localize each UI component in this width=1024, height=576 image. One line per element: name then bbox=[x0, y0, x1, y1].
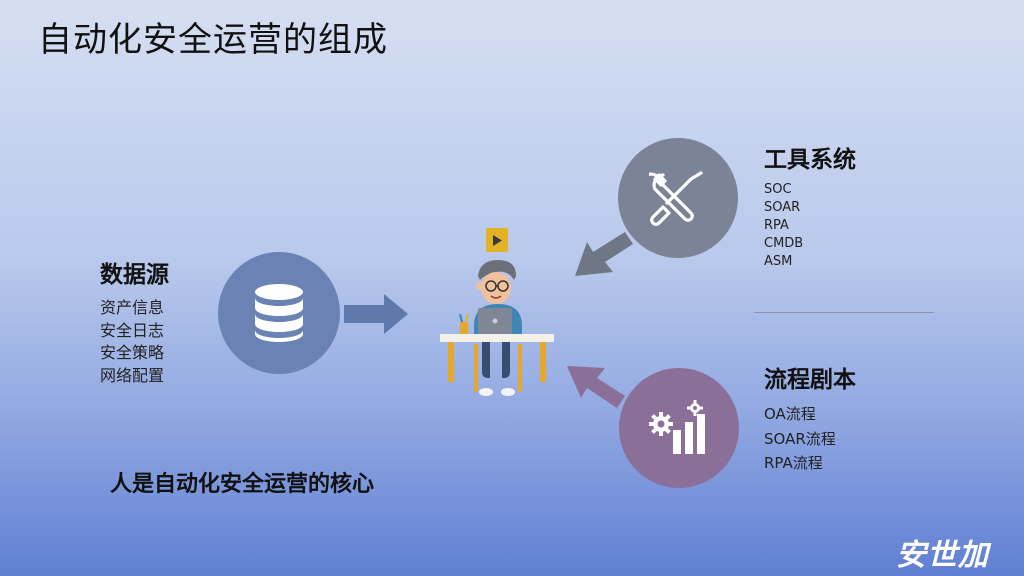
data-source-circle bbox=[218, 252, 340, 374]
workflow-heading: 流程剧本 bbox=[764, 367, 856, 393]
workflow-circle bbox=[619, 368, 739, 488]
data-source-item: 网络配置 bbox=[100, 365, 165, 385]
tools-item: SOC bbox=[764, 182, 792, 197]
data-source-list: 资产信息 安全日志 安全策略 网络配置 bbox=[100, 297, 164, 387]
workflow-item: OA流程 bbox=[764, 405, 816, 423]
tools-item: RPA bbox=[764, 218, 789, 233]
tools-item: SOAR bbox=[764, 200, 801, 215]
arrow-down-left-icon bbox=[575, 232, 633, 276]
person-at-laptop-illustration bbox=[438, 226, 558, 400]
tools-list: SOC SOAR RPA CMDB ASM bbox=[764, 181, 803, 271]
tools-circle bbox=[618, 138, 738, 258]
tools-item: CMDB bbox=[764, 236, 804, 251]
section-divider bbox=[754, 312, 934, 313]
data-source-item: 安全日志 bbox=[100, 320, 165, 340]
arrow-right-icon bbox=[344, 294, 408, 334]
workflow-item: RPA流程 bbox=[764, 454, 823, 472]
brand-logo: 安世加 bbox=[896, 538, 989, 573]
page-title: 自动化安全运营的组成 bbox=[38, 20, 388, 60]
workflow-item: SOAR流程 bbox=[764, 429, 836, 448]
data-source-item: 安全策略 bbox=[100, 343, 165, 362]
data-source-item: 资产信息 bbox=[100, 298, 165, 317]
workflow-list: OA流程 SOAR流程 RPA流程 bbox=[764, 402, 836, 476]
wrench-screwdriver-icon bbox=[649, 171, 703, 226]
data-source-heading: 数据源 bbox=[100, 262, 169, 288]
tools-heading: 工具系统 bbox=[764, 147, 856, 173]
database-icon bbox=[255, 284, 303, 342]
gear-bar-chart-icon bbox=[649, 400, 705, 454]
slogan-text: 人是自动化安全运营的核心 bbox=[110, 472, 375, 497]
tools-item: ASM bbox=[764, 254, 793, 269]
arrow-up-left-icon bbox=[567, 366, 625, 408]
